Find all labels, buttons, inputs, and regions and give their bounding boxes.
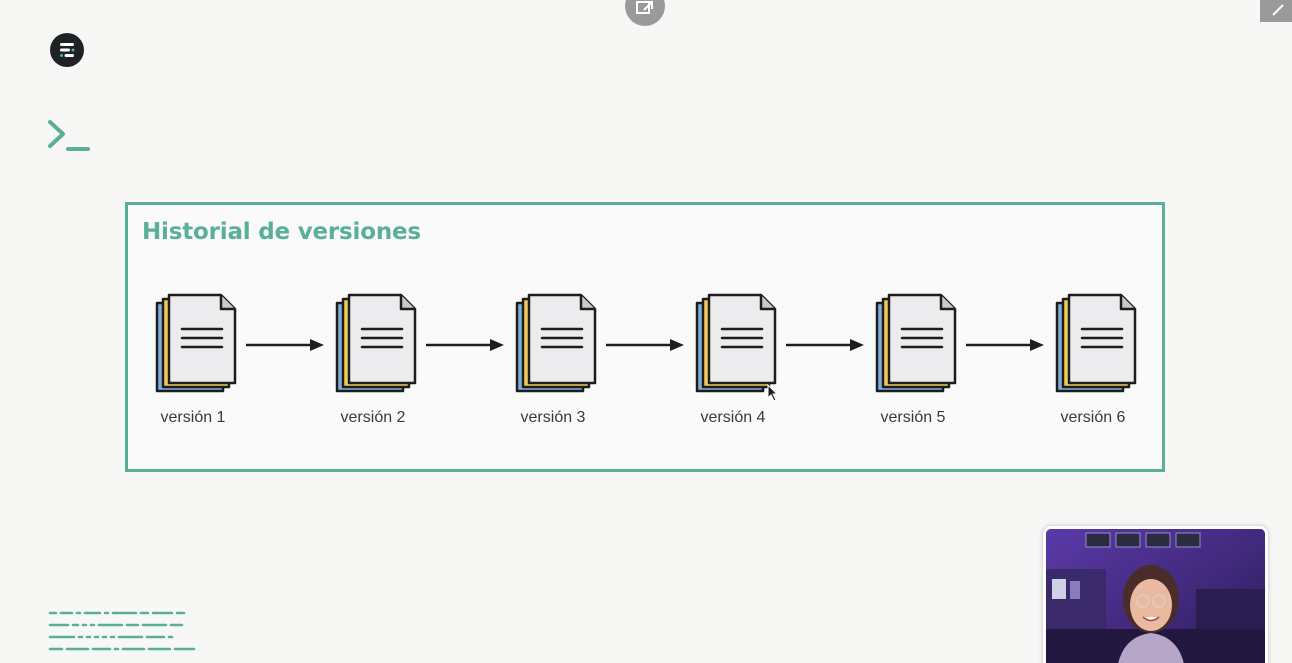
arrow-right-icon <box>966 339 1044 351</box>
version-item-1: versión 1 <box>153 293 263 433</box>
version-label: versión 4 <box>700 409 766 426</box>
document-stack-icon <box>335 293 417 393</box>
arrow-right-icon <box>606 339 684 351</box>
document-stack-icon <box>515 293 597 393</box>
document-stack-icon <box>695 293 777 393</box>
popout-icon <box>636 1 653 14</box>
arrow-right-icon <box>246 339 324 351</box>
version-history-panel: Historial de versiones versión 1 <box>125 202 1165 472</box>
version-item-4: versión 4 <box>693 293 803 433</box>
history-title: Historial de versiones <box>142 219 421 245</box>
version-label: versión 2 <box>340 409 406 426</box>
document-stack-icon <box>875 293 957 393</box>
platzi-logo-icon <box>50 33 84 67</box>
arrow-right-icon <box>426 339 504 351</box>
version-item-3: versión 3 <box>513 293 623 433</box>
version-label: versión 1 <box>160 409 226 426</box>
version-label: versión 6 <box>1060 409 1126 426</box>
version-item-2: versión 2 <box>333 293 443 433</box>
corner-expand-button[interactable] <box>1260 0 1292 22</box>
mouse-cursor-icon <box>767 384 779 402</box>
version-label: versión 3 <box>520 409 586 426</box>
decorative-dash-lines <box>48 611 196 651</box>
document-stack-icon <box>155 293 237 393</box>
presenter-video-frame <box>1046 529 1265 663</box>
corner-expand-icon <box>1272 4 1284 16</box>
version-label: versión 5 <box>880 409 946 426</box>
webcam-video <box>1043 526 1268 663</box>
document-stack-icon <box>1055 293 1137 393</box>
version-item-5: versión 5 <box>873 293 983 433</box>
popout-button[interactable] <box>625 0 665 26</box>
version-item-6: versión 6 <box>1053 293 1163 433</box>
terminal-prompt-icon <box>48 120 90 151</box>
arrow-right-icon <box>786 339 864 351</box>
